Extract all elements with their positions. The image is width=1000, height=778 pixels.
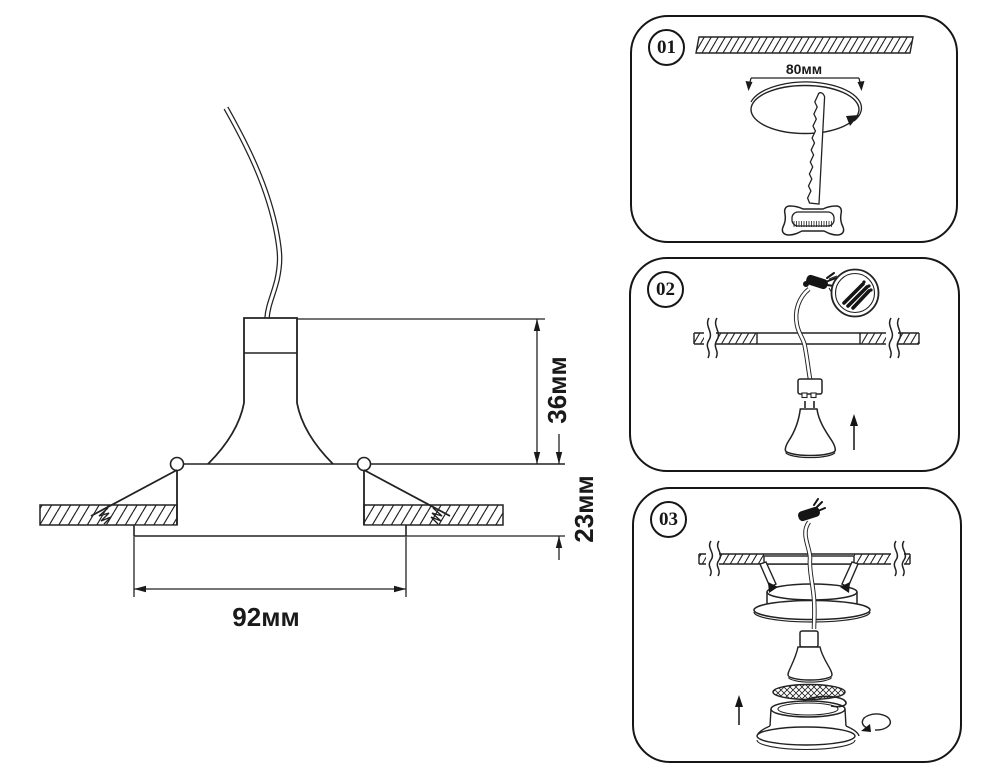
step-number: 02 — [656, 278, 675, 300]
spring-clip-right — [840, 561, 859, 593]
break-mask-right — [891, 540, 904, 578]
grip-texture — [793, 221, 832, 227]
step-number: 03 — [659, 508, 678, 530]
dimension-92mm: 92мм — [133, 537, 407, 632]
mounting-ring-icon — [756, 695, 860, 751]
ceiling-with-hole — [698, 540, 911, 578]
trim-flange — [133, 525, 407, 537]
drill-hole-ellipse — [750, 81, 863, 135]
pivot-circle-left — [169, 456, 185, 472]
power-cable — [223, 106, 283, 319]
up-arrow-icon — [735, 695, 743, 725]
assembly-illustration — [698, 498, 911, 751]
spring-clip-right — [363, 469, 451, 525]
dimension-36mm: 36мм — [297, 318, 572, 464]
recessed-housing — [169, 456, 565, 525]
step-number-badge: 03 — [650, 501, 687, 538]
spring-clip-left — [90, 469, 178, 525]
pivot-circle-right — [356, 456, 372, 472]
break-mark-left — [706, 317, 720, 359]
step-number: 01 — [657, 36, 676, 58]
dim-label-23mm: 23мм — [569, 475, 599, 542]
dimension-23mm: 23мм — [406, 434, 599, 560]
break-mark-left — [708, 540, 722, 577]
step-panel-3: 03 — [632, 487, 962, 763]
dim-label-80mm: 80мм — [786, 61, 822, 77]
wiring-illustration — [693, 268, 920, 459]
wire-connector — [798, 498, 826, 522]
break-mask-left — [706, 540, 719, 578]
spring-clip-left — [759, 561, 778, 593]
hole-saw-icon — [781, 92, 845, 236]
lamp-socket — [797, 378, 823, 399]
step-panel-2: 02 — [629, 257, 960, 472]
gu10-lamp-icon — [787, 630, 833, 683]
dimension-80mm: 80мм — [745, 61, 865, 91]
rotation-arrowhead — [846, 115, 859, 126]
step-panel-1: 01 80мм — [630, 15, 958, 243]
ceiling-hatch-left — [39, 504, 178, 526]
retaining-spring — [802, 695, 847, 708]
break-mark-right — [893, 540, 907, 577]
cut-hole-illustration: 80мм — [695, 36, 914, 236]
rotate-arrow-icon — [861, 713, 891, 732]
spotlight-section-drawing: 36мм 23мм 92мм — [39, 106, 599, 632]
step-number-badge: 02 — [647, 271, 684, 308]
gu10-lamp-icon — [784, 401, 837, 459]
ceiling-hatch-band — [695, 36, 914, 54]
step-number-badge: 01 — [648, 29, 685, 66]
connection-detail-circle — [830, 268, 880, 318]
lamp-wire — [803, 520, 817, 630]
lamp-wire — [793, 287, 813, 380]
break-mark-right — [888, 317, 902, 359]
dim-label-92mm: 92мм — [232, 602, 299, 632]
lamp-body — [207, 317, 334, 465]
up-arrow-icon — [850, 414, 858, 450]
wire-connector — [803, 272, 838, 301]
dim-label-36mm: 36мм — [542, 356, 572, 423]
